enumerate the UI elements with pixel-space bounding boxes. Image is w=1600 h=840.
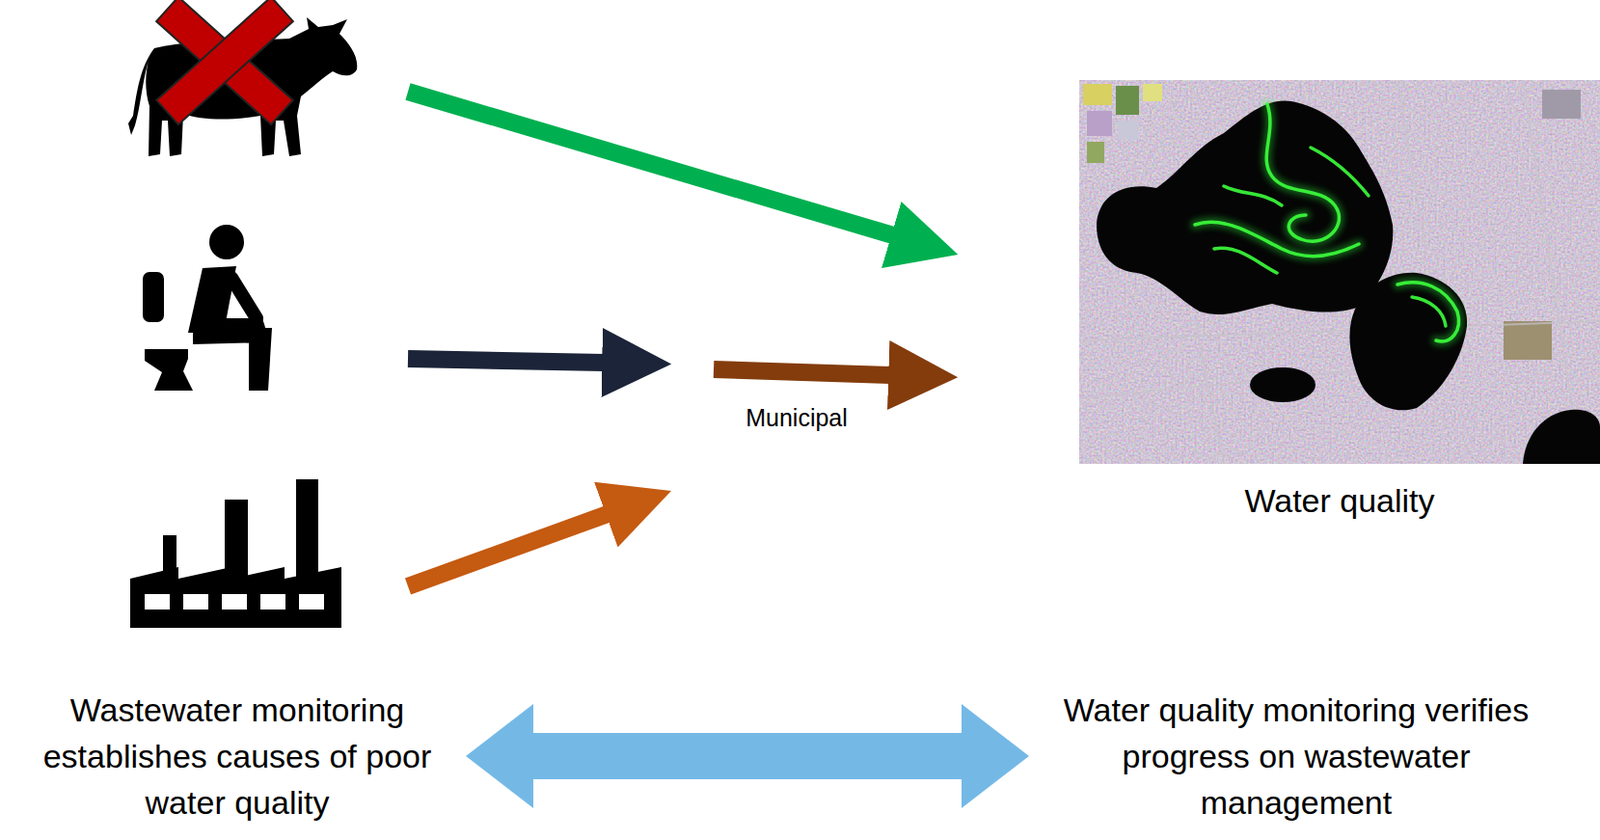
node-text: Water quality monitoring verifies progre…	[1040, 686, 1552, 826]
node-text: Wastewater monitoring establishes causes…	[20, 686, 455, 826]
algae-bloom	[1194, 104, 1459, 342]
text-node: Wastewater monitoring establishes causes…	[20, 686, 455, 826]
green-arrow	[407, 91, 894, 236]
image-caption: Water quality	[1244, 481, 1435, 520]
red-cross	[156, 0, 294, 125]
toilet-icon	[142, 224, 272, 391]
text-node: Water quality monitoring verifies progre…	[1040, 686, 1552, 826]
brown-arrow	[713, 369, 891, 376]
arrow-label: Municipal	[742, 403, 851, 433]
roads	[1079, 80, 1600, 464]
navy-arrow	[407, 358, 604, 363]
satellite-image	[1079, 80, 1600, 464]
lakes	[1096, 100, 1600, 464]
factory-icon	[130, 479, 342, 628]
fields	[1083, 83, 1581, 360]
orange-arrow	[407, 514, 608, 587]
double-arrow	[465, 704, 1030, 809]
image-node: Water quality	[1079, 80, 1600, 464]
